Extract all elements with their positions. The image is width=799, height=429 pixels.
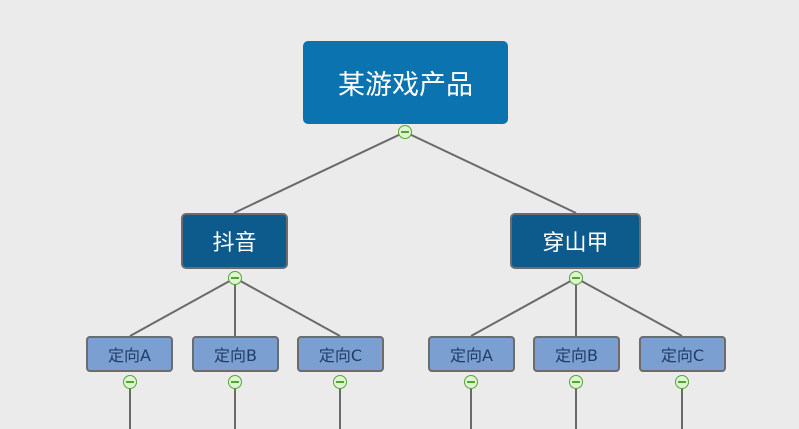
connector-chuanshanjia-a <box>470 277 577 337</box>
collapse-toggle-icon[interactable] <box>228 271 242 285</box>
connector-root-douyin <box>233 131 406 214</box>
connector-douyin-c <box>234 277 341 337</box>
leaf-node-label: 定向A <box>450 346 493 365</box>
leaf-node-douyin-b[interactable]: 定向B <box>192 336 279 372</box>
collapse-toggle-icon[interactable] <box>675 375 689 389</box>
leaf-node-label: 定向B <box>555 346 598 365</box>
collapse-toggle-icon[interactable] <box>123 375 137 389</box>
leaf-node-label: 定向C <box>660 346 705 365</box>
connector-root-chuanshanjia <box>404 131 577 214</box>
root-node[interactable]: 某游戏产品 <box>303 41 508 124</box>
branch-node-douyin[interactable]: 抖音 <box>181 213 288 269</box>
connector-chuanshanjia-c <box>575 277 683 337</box>
collapse-toggle-icon[interactable] <box>569 375 583 389</box>
connector-douyin-a <box>129 277 236 337</box>
collapse-toggle-icon[interactable] <box>398 125 412 139</box>
collapse-toggle-icon[interactable] <box>569 271 583 285</box>
collapse-toggle-icon[interactable] <box>333 375 347 389</box>
leaf-node-douyin-a[interactable]: 定向A <box>86 336 173 372</box>
leaf-node-label: 定向B <box>214 346 257 365</box>
collapse-toggle-icon[interactable] <box>464 375 478 389</box>
leaf-node-label: 定向A <box>108 346 151 365</box>
root-node-label: 某游戏产品 <box>338 70 473 101</box>
leaf-node-chuanshanjia-c[interactable]: 定向C <box>639 336 726 372</box>
leaf-node-douyin-c[interactable]: 定向C <box>297 336 384 372</box>
leaf-node-label: 定向C <box>318 346 363 365</box>
branch-node-label: 穿山甲 <box>542 231 609 256</box>
collapse-toggle-icon[interactable] <box>228 375 242 389</box>
leaf-node-chuanshanjia-b[interactable]: 定向B <box>533 336 620 372</box>
branch-node-label: 抖音 <box>212 231 257 256</box>
branch-node-chuanshanjia[interactable]: 穿山甲 <box>510 213 641 269</box>
leaf-node-chuanshanjia-a[interactable]: 定向A <box>428 336 515 372</box>
